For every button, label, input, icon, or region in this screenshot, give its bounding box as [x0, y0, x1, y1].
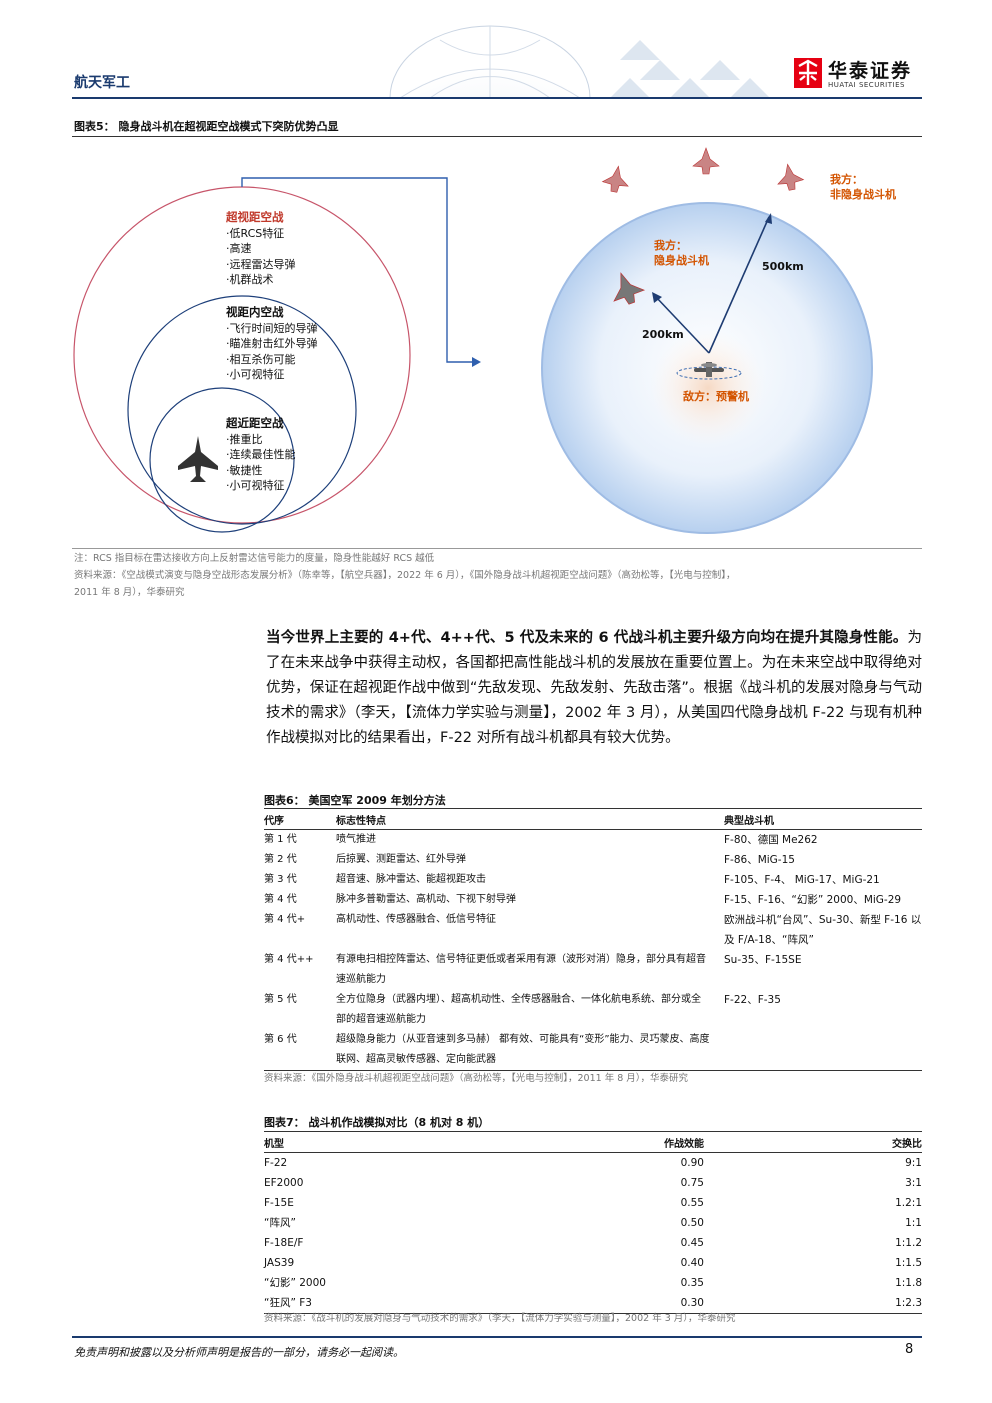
table7-header-row: 机型 作战效能 交换比 — [264, 1133, 922, 1153]
middle-circle — [127, 295, 357, 525]
connector-arrow — [241, 177, 472, 363]
inner-circle — [149, 387, 295, 533]
middle-circle-labels: 视距内空战 ·飞行时间短的导弹 ·瞄准射击红外导弹 ·相互杀伤可能 ·小可视特征 — [226, 305, 318, 381]
table6-top-rule — [264, 808, 922, 809]
figure5-bottom-rule — [72, 548, 922, 549]
our-nonstealth-label: 我方： 非隐身战斗机 — [830, 173, 896, 201]
table6-header-row: 代序 标志性特点 典型战斗机 — [264, 810, 922, 830]
table-row: 第 4 代++有源电扫相控阵雷达、信号特征更低或者采用有源（波形对消）隐身，部分… — [264, 954, 802, 985]
header-globe-decoration — [389, 25, 770, 98]
figure5-caption: 图表5： 隐身战斗机在超视距空战模式下突防优势凸显 — [74, 120, 339, 133]
awacs-icon — [694, 362, 724, 377]
table6-source: 资料来源：《国外隐身战斗机超视距空战问题》（高劲松等，【光电与控制】，2011 … — [264, 1073, 689, 1084]
inner-circle-labels: 超近距空战 ·推重比 ·连续最佳性能 ·敏捷性 ·小可视特征 — [226, 416, 296, 492]
table6-caption: 图表6： 美国空军 2009 年划分方法 — [264, 794, 446, 807]
paragraph-body: 为了在未来战争中获得主动权，各国都把高性能战斗机的发展放在重要位置上。为在未来空… — [266, 630, 922, 746]
section-title: 航天军工 — [74, 75, 130, 91]
footer-disclaimer: 免责声明和披露以及分析师声明是报告的一部分，请务必一起阅读。 — [74, 1346, 404, 1359]
our-stealth-label: 我方： 隐身战斗机 — [654, 239, 709, 267]
table7-source: 资料来源：《战斗机的发展对隐身与气动技术的需求》（李天，【流体力学实验与测量】，… — [264, 1313, 736, 1324]
nonstealth-fighter-icon-1 — [601, 165, 629, 193]
huatai-logo: 华泰证券 HUATAI SECURITIES — [794, 56, 924, 94]
fighter-jet-icon — [178, 436, 218, 482]
footer-rule — [72, 1336, 922, 1338]
range-200-label: 200km — [642, 328, 684, 341]
figure5-diagram — [73, 147, 873, 534]
table-row: 第 6 代超级隐身能力（从亚音速到多马赫） 都有效、可能具有“变形”能力、灵巧蒙… — [264, 1030, 922, 1071]
figure5-notes: 注：RCS 指目标在雷达接收方向上反射雷达信号能力的度量，隐身性能越好 RCS … — [74, 553, 736, 598]
range-200-arrow — [655, 296, 710, 354]
outer-circle-labels: 超视距空战 ·低RCS特征 ·高速 ·远程雷达导弹 ·机群战术 — [226, 210, 296, 286]
figure5-rule — [72, 136, 922, 137]
table7-top-rule — [264, 1131, 922, 1132]
enemy-awacs-label: 敌方：预警机 — [683, 390, 749, 403]
stealth-fighter-icon — [613, 272, 646, 305]
range-500-arrow — [708, 216, 770, 354]
page-number: 8 — [905, 1342, 914, 1357]
table-row: 第 4 代+高机动性、传感器融合、低信号特征欧洲战斗机“台风”、Su-30、新型… — [264, 914, 922, 946]
paragraph-lead: 当今世界上主要的 4+代、4++代、5 代及未来的 6 代战斗机主要升级方向均在… — [266, 630, 908, 646]
header-rule — [72, 97, 922, 99]
logo-mark-icon — [794, 58, 822, 88]
nonstealth-fighter-icon-2 — [692, 147, 720, 175]
table7-caption: 图表7： 战斗机作战模拟对比（8 机对 8 机） — [264, 1116, 490, 1129]
nonstealth-fighter-icon-3 — [777, 163, 805, 191]
body-paragraph: 当今世界上主要的 4+代、4++代、5 代及未来的 6 代战斗机主要升级方向均在… — [266, 626, 922, 751]
range-500-label: 500km — [762, 260, 804, 273]
table-row: 第 5 代全方位隐身（武器内埋）、超高机动性、全传感器融合、一体化航电系统、部分… — [264, 994, 781, 1025]
